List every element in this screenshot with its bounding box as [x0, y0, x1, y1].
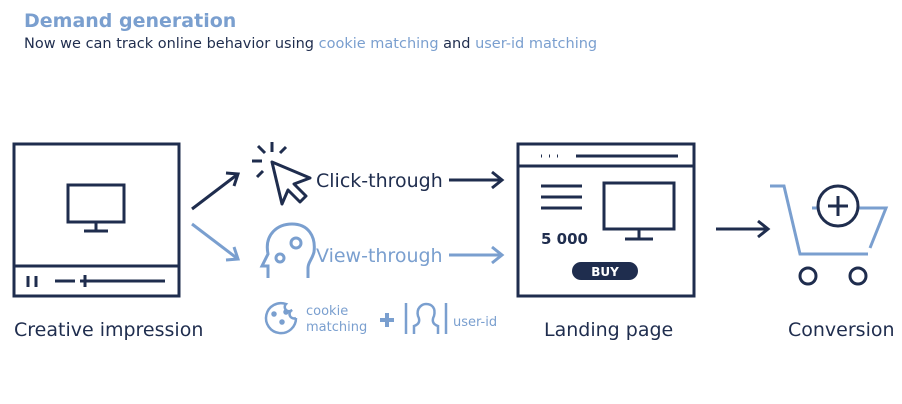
user-id-label: user-id — [453, 315, 497, 330]
cookie-matching-highlight: cookie matching — [319, 36, 439, 52]
user-id-matching-highlight: user-id matching — [475, 36, 597, 52]
title: Demand generation — [24, 10, 236, 32]
user-id-icon — [404, 302, 448, 334]
cookie-label: cookie — [306, 304, 348, 319]
click-through-label: Click-through — [316, 170, 443, 192]
view-through-label: View-through — [316, 245, 443, 267]
buy-button[interactable] — [572, 262, 638, 280]
arrow-to-click — [191, 171, 241, 211]
arrow-to-conversion — [716, 219, 771, 239]
price: 5 000 — [541, 230, 588, 248]
arrow-to-view — [191, 222, 241, 262]
cursor-click-icon — [252, 142, 312, 206]
view-arrow — [449, 245, 505, 265]
cookie-icon — [264, 301, 298, 335]
head-gears-icon — [259, 222, 316, 278]
click-arrow — [449, 170, 505, 190]
subtitle-text: Now we can track online behavior using — [24, 36, 319, 52]
video-player-icon — [12, 142, 181, 298]
landing-page-label: Landing page — [544, 319, 673, 341]
buy-label: BUY — [591, 265, 619, 279]
matching-label: matching — [306, 320, 367, 335]
creative-impression-label: Creative impression — [14, 319, 203, 341]
cart-icon — [770, 184, 889, 286]
conversion-label: Conversion — [788, 319, 895, 341]
subtitle-and: and — [439, 36, 476, 52]
landing-page-icon — [516, 142, 696, 298]
plus-icon — [380, 313, 394, 327]
subtitle: Now we can track online behavior using c… — [24, 36, 597, 52]
